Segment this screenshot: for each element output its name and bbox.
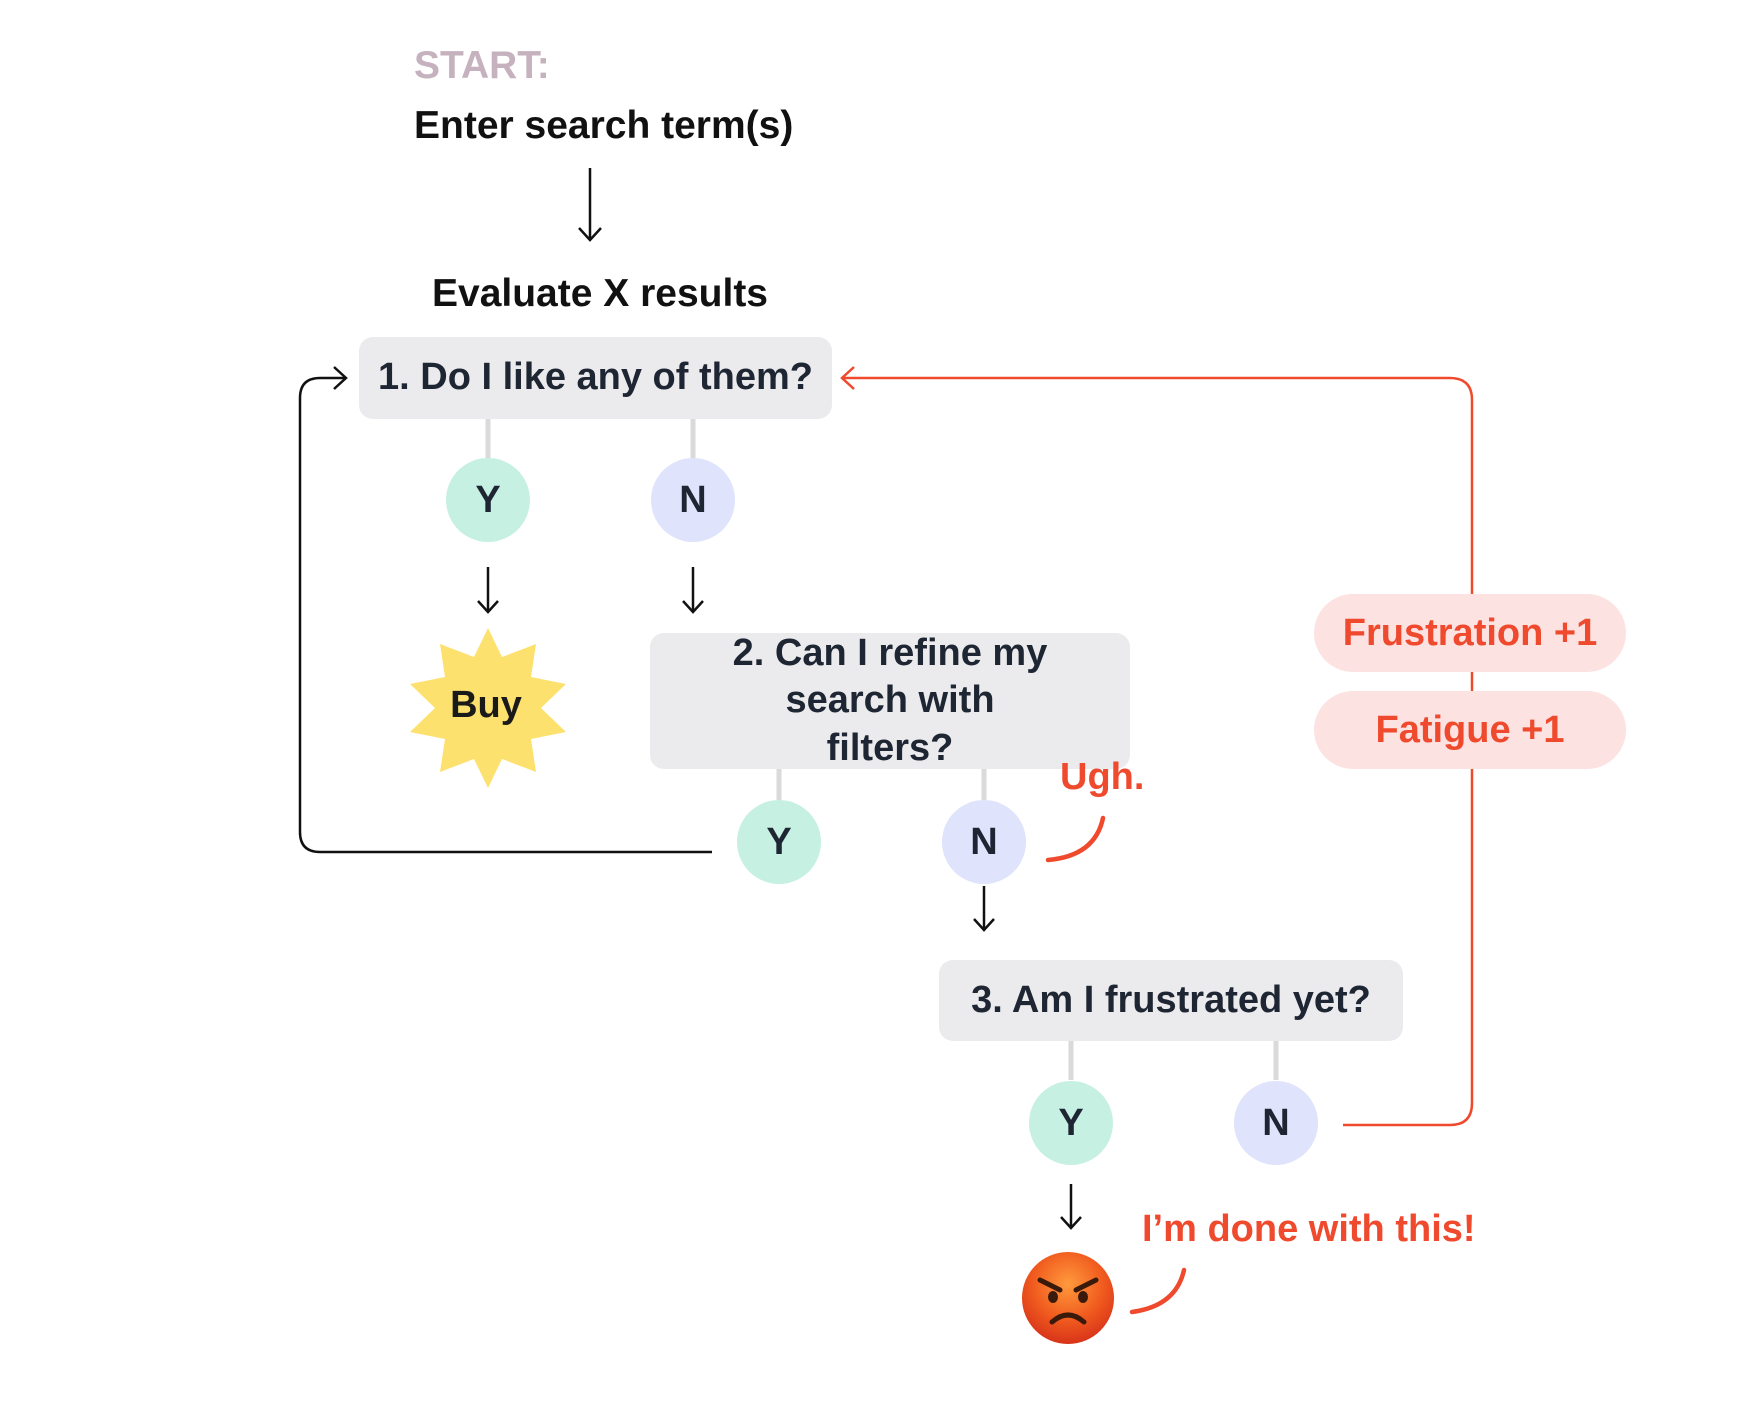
q2-no-circle: N (942, 800, 1026, 884)
q1-yes-circle: Y (446, 458, 530, 542)
question-3-text: 3. Am I frustrated yet? (971, 978, 1371, 1021)
question-1-box: 1. Do I like any of them? (359, 337, 832, 419)
q1-no-circle: N (651, 458, 735, 542)
q3-yes-circle: Y (1029, 1081, 1113, 1165)
start-label: START: (414, 44, 550, 87)
question-2-box: 2. Can I refine my search with filters? (650, 632, 1130, 769)
q1-yes-label: Y (475, 478, 501, 521)
loop-arrow-yes-q1 (298, 376, 712, 854)
done-note: I’m done with this! (1142, 1208, 1476, 1250)
fatigue-label: Fatigue +1 (1375, 708, 1565, 751)
q1-no-label: N (679, 478, 707, 521)
question-3-box: 3. Am I frustrated yet? (939, 960, 1403, 1041)
q3-yes-label: Y (1058, 1101, 1084, 1144)
evaluate-text: Evaluate X results (432, 272, 768, 315)
ugh-note: Ugh. (1060, 756, 1145, 798)
star-burst-icon (410, 628, 566, 788)
question-1-text: 1. Do I like any of them? (378, 356, 813, 399)
question-2-text: 2. Can I refine my search with filters? (732, 631, 1048, 769)
fatigue-pill: Fatigue +1 (1314, 691, 1626, 769)
frustration-pill: Frustration +1 (1314, 594, 1626, 672)
angry-face-icon (1022, 1252, 1114, 1344)
done-squiggle (1129, 1267, 1187, 1315)
q3-no-circle: N (1234, 1081, 1318, 1165)
ugh-squiggle (1045, 815, 1106, 863)
start-text: Enter search term(s) (414, 104, 794, 147)
q2-no-label: N (970, 820, 998, 863)
q2-yes-circle: Y (737, 800, 821, 884)
q2-yes-label: Y (766, 820, 792, 863)
buy-label: Buy (450, 684, 522, 726)
q3-no-label: N (1262, 1101, 1290, 1144)
frustration-label: Frustration +1 (1342, 611, 1598, 654)
